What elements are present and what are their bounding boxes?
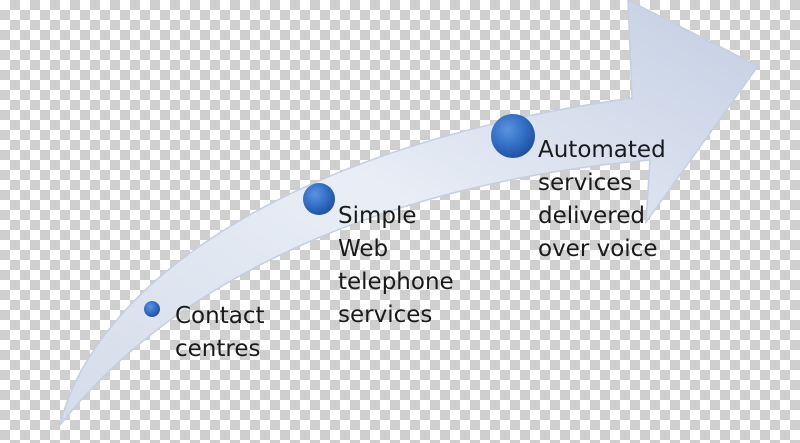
- stage-dot-contact: [144, 301, 160, 317]
- stage-label-line: Contact: [175, 303, 265, 329]
- stage-label-automated: Automated services delivered over voice: [538, 134, 666, 266]
- stage-label-line: telephone: [338, 269, 454, 295]
- curved-arrow-body: [59, 0, 760, 426]
- stage-label-line: Automated: [538, 137, 666, 163]
- stage-label-line: Simple: [338, 203, 417, 229]
- stage-label-line: services: [538, 170, 633, 196]
- stage-label-line: Web: [338, 236, 389, 262]
- stage-label-contact: Contact centres: [175, 300, 264, 366]
- stage-label-line: over voice: [538, 236, 658, 262]
- stage-dot-simple-web: [303, 183, 335, 215]
- stage-label-line: centres: [175, 336, 261, 362]
- stage-dot-automated: [491, 114, 535, 158]
- stage-label-line: delivered: [538, 203, 645, 229]
- stage-label-simple-web: Simple Web telephone services: [338, 200, 454, 332]
- stage-label-line: services: [338, 302, 433, 328]
